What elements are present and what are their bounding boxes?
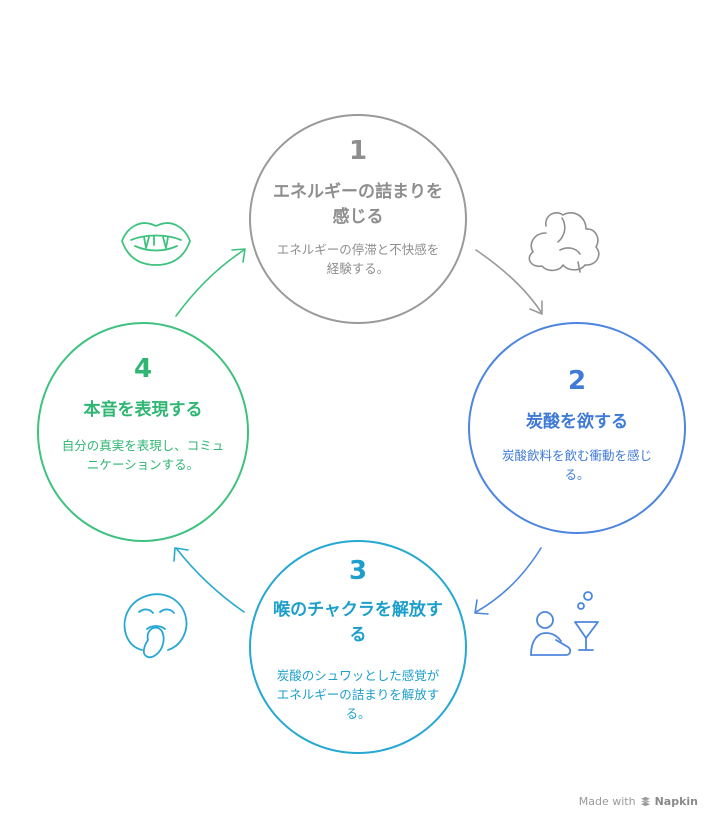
step-3-number: 3 bbox=[348, 556, 368, 586]
step-4-circle: 4 本音を表現する 自分の真実を表現し、コミュニケーションする。 bbox=[37, 322, 249, 542]
step-2-title: 炭酸を欲する bbox=[526, 412, 628, 432]
step-1-title: エネルギーの詰まりを感じる bbox=[273, 182, 443, 227]
arrow-3-to-4 bbox=[173, 547, 245, 613]
arrow-1-to-2 bbox=[475, 249, 543, 315]
step-2-number: 2 bbox=[567, 366, 587, 396]
step-1-description: エネルギーの停滞と不快感を経験する。 bbox=[276, 242, 440, 276]
step-4-description: 自分の真実を表現し、コミュニケーションする。 bbox=[61, 438, 225, 472]
person-cocktail-icon bbox=[530, 591, 599, 656]
napkin-logo-icon bbox=[640, 796, 650, 807]
step-2-circle: 2 炭酸を欲する 炭酸飲料を飲む衝動を感じる。 bbox=[468, 322, 686, 534]
arrow-4-to-1 bbox=[175, 248, 246, 317]
step-3-description: 炭酸のシュワッとした感覚がエネルギーの詰まりを解放する。 bbox=[276, 668, 440, 721]
step-3-title: 喉のチャクラを解放する bbox=[273, 600, 443, 645]
napkin-brand-label: Napkin bbox=[654, 795, 698, 808]
step-1-circle: 1 エネルギーの詰まりを感じる エネルギーの停滞と不快感を経験する。 bbox=[249, 114, 467, 324]
step-4-number: 4 bbox=[133, 354, 153, 384]
step-1-number: 1 bbox=[348, 136, 368, 166]
yawning-face-icon bbox=[123, 593, 188, 659]
made-with-label: Made with bbox=[578, 795, 636, 808]
made-with-napkin-credit: Made with Napkin bbox=[579, 795, 698, 808]
step-3-circle: 3 喉のチャクラを解放する 炭酸のシュワッとした感覚がエネルギーの詰まりを解放す… bbox=[249, 540, 467, 754]
mouth-fangs-icon bbox=[121, 222, 191, 266]
step-2-description: 炭酸飲料を飲む衝動を感じる。 bbox=[501, 448, 652, 482]
brain-icon bbox=[528, 211, 600, 273]
arrow-2-to-3 bbox=[474, 547, 542, 615]
step-4-title: 本音を表現する bbox=[83, 400, 203, 420]
